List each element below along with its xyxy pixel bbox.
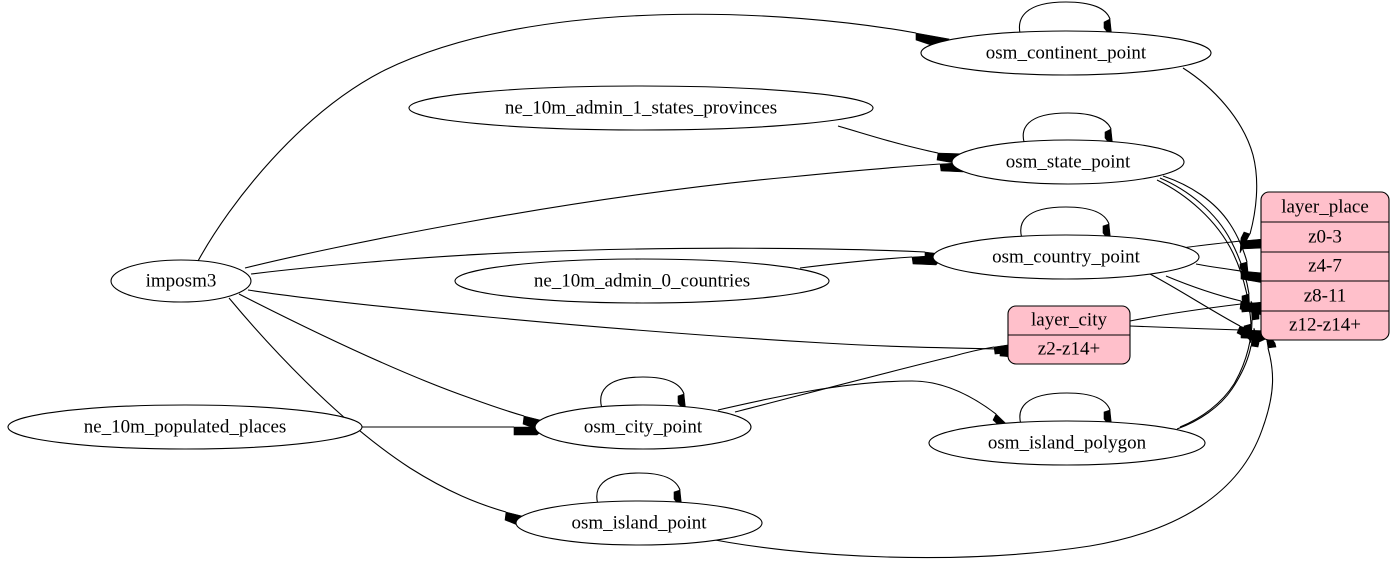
record-row-layer_city-title: layer_city: [1031, 309, 1107, 330]
node-label-osm_continent_point: osm_continent_point: [986, 42, 1147, 63]
record-row-layer_place-title: layer_place: [1281, 196, 1369, 217]
node-ne_10m_admin_1_states_provinces[interactable]: ne_10m_admin_1_states_provinces: [408, 85, 874, 131]
node-osm_state_point[interactable]: osm_state_point: [951, 139, 1185, 185]
edge-imposm3-osm_continent_point: [197, 13, 950, 262]
node-label-osm_island_point: osm_island_point: [571, 512, 707, 533]
node-label-osm_country_point: osm_country_point: [992, 246, 1140, 267]
node-layer_place[interactable]: layer_place z0-3 z4-7 z8-11 z12-z14+: [1260, 191, 1390, 341]
node-osm_country_point[interactable]: osm_country_point: [932, 234, 1200, 280]
node-ne_10m_admin_0_countries[interactable]: ne_10m_admin_0_countries: [454, 258, 830, 304]
edge-osm_island_polygon-layer_place-z8_11: [1179, 300, 1260, 428]
edge-osm_city_point-layer_city: [734, 341, 1028, 413]
record-row-layer_city-z2-z14[interactable]: z2-z14+: [1038, 338, 1100, 359]
record-row-layer_place-z8-11[interactable]: z8-11: [1304, 285, 1347, 306]
node-layer: imposm3 ne_10m_admin_1_states_provinces …: [7, 30, 1212, 546]
edge-ne_10m_populated_places-osm_city_point: [362, 426, 548, 436]
node-osm_city_point[interactable]: osm_city_point: [534, 404, 752, 450]
node-layer_city[interactable]: layer_city z2-z14+: [1007, 305, 1131, 365]
record-layer: layer_place z0-3 z4-7 z8-11 z12-z14+ lay…: [1007, 191, 1390, 365]
node-label-osm_island_polygon: osm_island_polygon: [988, 432, 1147, 453]
node-label-ne_10m_admin_0_countries: ne_10m_admin_0_countries: [534, 270, 750, 291]
record-row-layer_place-z4-7[interactable]: z4-7: [1308, 255, 1342, 276]
node-ne_10m_populated_places[interactable]: ne_10m_populated_places: [7, 404, 363, 450]
record-row-layer_place-z0-3[interactable]: z0-3: [1308, 226, 1342, 247]
node-label-imposm3: imposm3: [146, 270, 217, 291]
node-osm_island_point[interactable]: osm_island_point: [515, 500, 763, 546]
node-osm_continent_point[interactable]: osm_continent_point: [920, 30, 1212, 76]
node-label-osm_city_point: osm_city_point: [584, 416, 703, 437]
node-label-osm_state_point: osm_state_point: [1006, 151, 1131, 172]
node-imposm3[interactable]: imposm3: [110, 259, 252, 303]
edge-osm_continent_point-layer_place-z0_3: [1182, 67, 1258, 254]
node-label-ne_10m_populated_places: ne_10m_populated_places: [84, 416, 287, 437]
edge-ne_10m_admin_1_states_provinces-osm_state_point: [837, 125, 971, 165]
edge-imposm3-osm_state_point: [244, 161, 974, 269]
node-label-ne_10m_admin_1_states_provinces: ne_10m_admin_1_states_provinces: [505, 97, 777, 118]
node-osm_island_polygon[interactable]: osm_island_polygon: [928, 420, 1206, 466]
edge-ne_10m_admin_0_countries-osm_country_point: [799, 254, 946, 269]
edge-osm_island_polygon-layer_place-z12_z14: [1176, 327, 1260, 430]
record-row-layer_place-z12-z14[interactable]: z12-z14+: [1289, 314, 1361, 335]
